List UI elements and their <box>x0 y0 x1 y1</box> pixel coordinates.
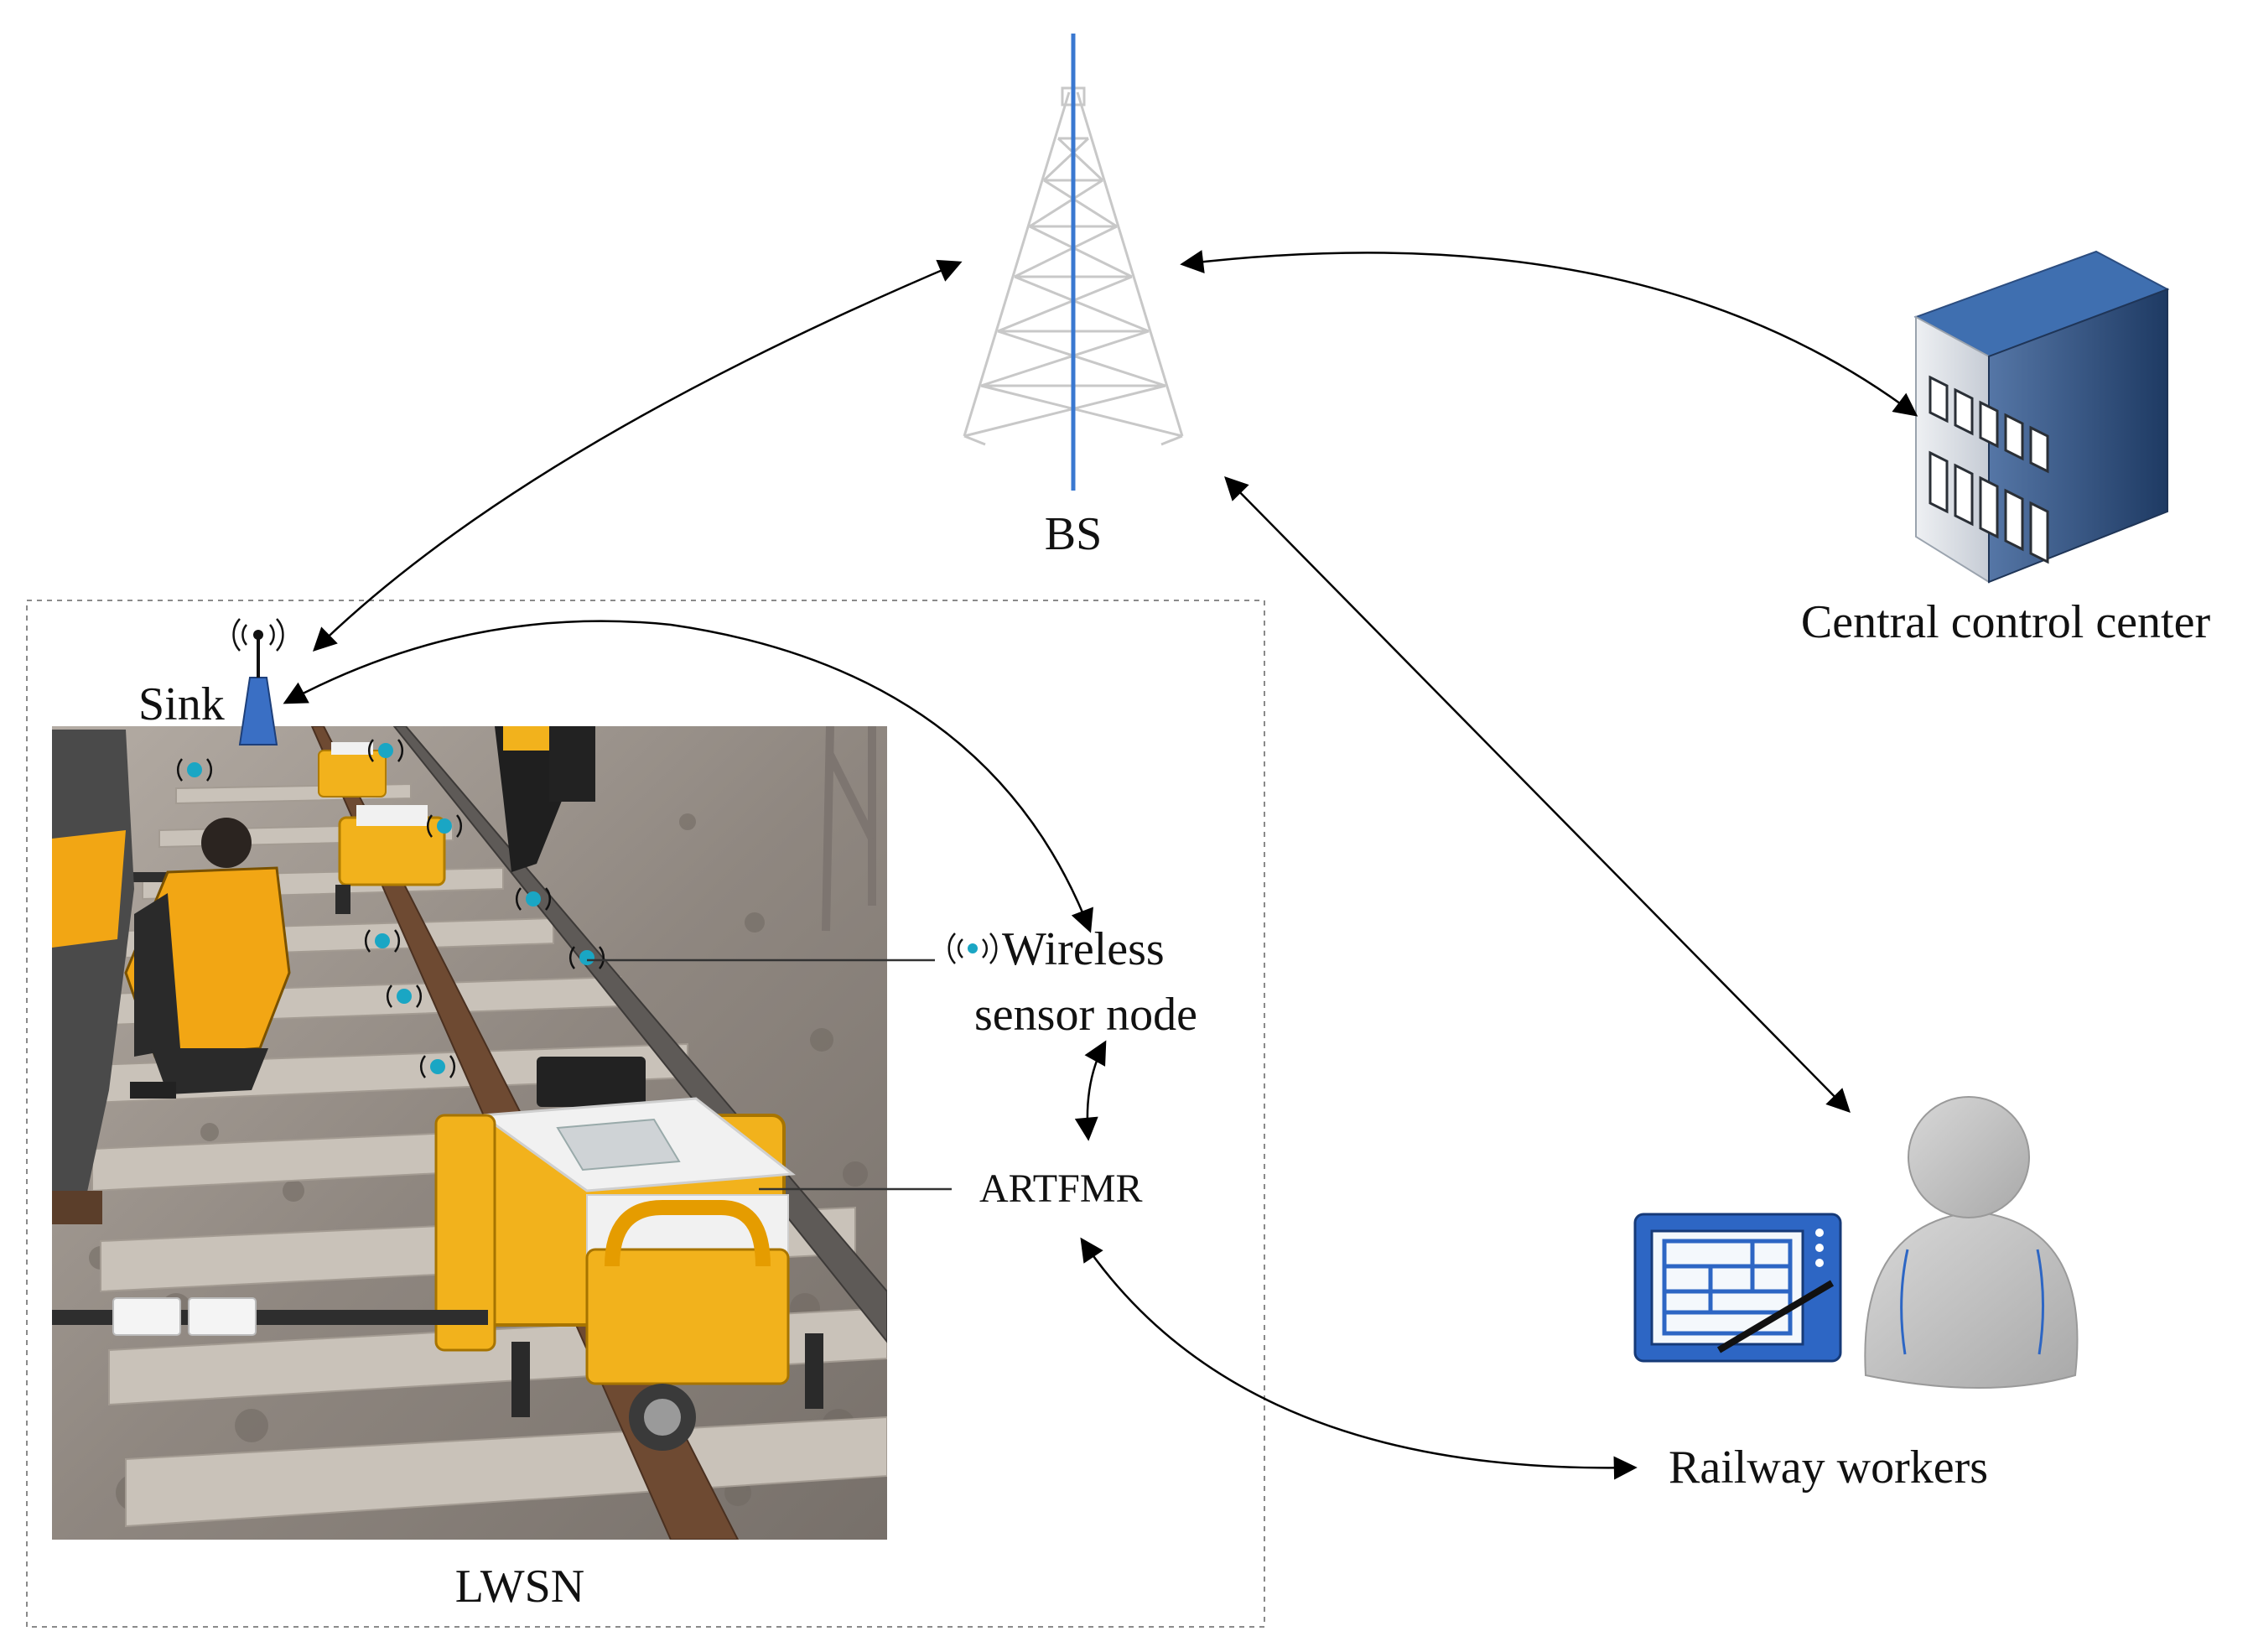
artfmr-machine <box>434 1057 823 1451</box>
sensor-marker <box>386 984 423 1008</box>
arrow-artfmr-workers <box>1080 1237 1638 1480</box>
arrow-bs-central <box>1180 250 1918 417</box>
railway-photo <box>52 726 887 1540</box>
worker-left-edge <box>52 730 134 1224</box>
central-control-center-label: Central control center <box>1801 596 2211 648</box>
wireless-signal-icon <box>947 932 998 964</box>
sensor-marker <box>568 946 605 969</box>
arrow-bs-sink <box>312 259 963 652</box>
arrow-bs-workers <box>1224 476 1851 1113</box>
sensor-marker <box>176 758 213 782</box>
wireless-label-line2: sensor node <box>974 989 1197 1041</box>
lwsn-label: LWSN <box>455 1561 585 1613</box>
tablet-icon <box>1633 1213 1842 1363</box>
building-windows <box>1929 375 2049 564</box>
artfmr-label: ARTFMR <box>979 1166 1143 1211</box>
worker-crouching <box>124 818 291 1099</box>
wireless-label-line1: Wireless <box>1002 923 1165 975</box>
arrow-wireless-artfmr <box>1074 1040 1107 1141</box>
arrow-sink-wireless <box>283 620 1093 933</box>
sink-label: Sink <box>138 678 225 730</box>
person-icon <box>1864 1096 2079 1389</box>
building-icon <box>1913 250 2170 584</box>
antenna-icon <box>232 618 284 745</box>
machine-far <box>318 742 387 797</box>
sensor-marker <box>419 1055 456 1078</box>
railway-workers-label: Railway workers <box>1669 1442 1988 1494</box>
bs-label: BS <box>1045 508 1103 560</box>
connection-arrows <box>283 250 1918 1480</box>
